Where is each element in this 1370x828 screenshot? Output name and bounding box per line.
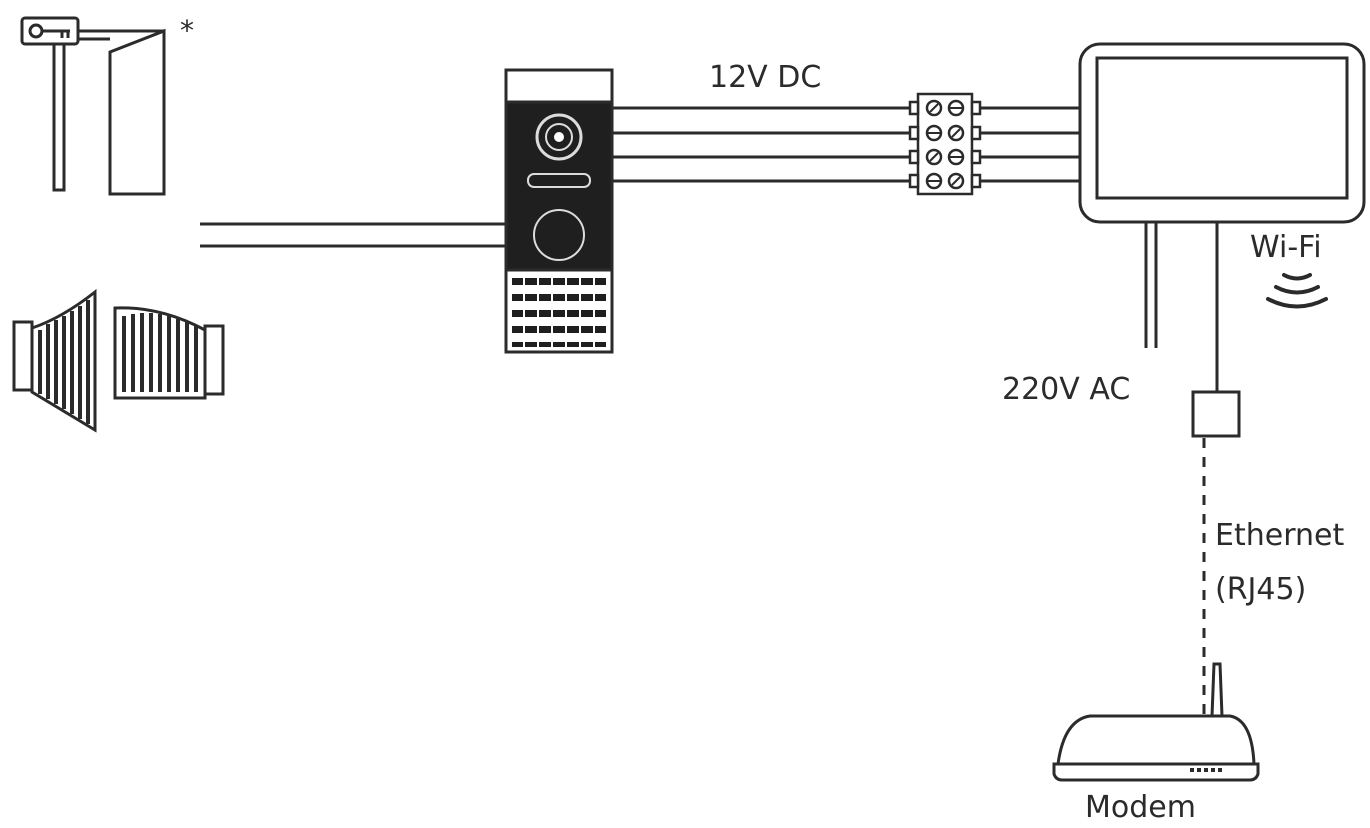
terminal-block-icon [908, 92, 982, 196]
modem-router-icon [1052, 662, 1260, 782]
label-wifi: Wi-Fi [1250, 230, 1322, 265]
video-door-station-icon [504, 68, 614, 354]
label-ethernet: Ethernet [1215, 518, 1345, 553]
rj45-socket-icon [1191, 390, 1241, 438]
electric-lock-icon [20, 16, 166, 196]
lock-cable [200, 222, 506, 248]
monitor-bus-wires [980, 106, 1082, 183]
panel-bus-wires [612, 106, 910, 183]
wifi-signal-icon [1266, 273, 1328, 309]
swing-gate-icon [12, 288, 225, 433]
label-rj45: (RJ45) [1215, 572, 1307, 607]
indoor-monitor-icon [1078, 42, 1366, 224]
label-12v-dc: 12V DC [709, 60, 822, 95]
label-220v-ac: 220V AC [1002, 372, 1131, 407]
mains-cable [1144, 222, 1158, 348]
asterisk-mark: * [180, 14, 194, 47]
label-modem: Modem [1085, 790, 1196, 825]
